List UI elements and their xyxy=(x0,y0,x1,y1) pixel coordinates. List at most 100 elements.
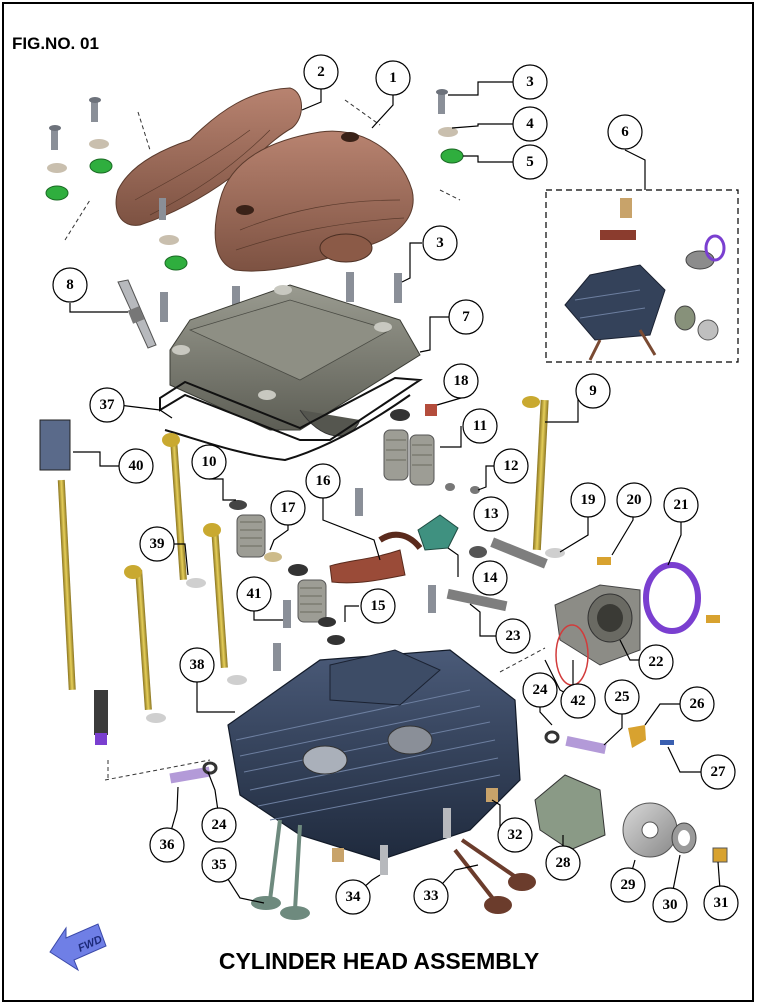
callout-22: 22 xyxy=(638,644,674,680)
callout-number: 11 xyxy=(473,418,487,434)
callout-16: 16 xyxy=(305,463,341,499)
callout-circle xyxy=(236,576,272,612)
callout-5: 5 xyxy=(512,144,548,180)
callout-circle xyxy=(652,887,688,923)
valves-and-guides xyxy=(169,761,536,920)
callout-circle xyxy=(472,560,508,596)
callout-number: 34 xyxy=(346,889,362,905)
callout-26: 26 xyxy=(679,686,715,722)
callout-17: 17 xyxy=(270,490,306,526)
cylinder-head-kit-inset xyxy=(545,189,739,363)
callout-circle xyxy=(473,496,509,532)
callout-circle xyxy=(575,373,611,409)
callout-42: 42 xyxy=(560,683,596,719)
callout-circle xyxy=(604,679,640,715)
callout-circle xyxy=(375,60,411,96)
callout-circle xyxy=(422,225,458,261)
callout-number: 26 xyxy=(690,696,706,712)
callout-circle xyxy=(52,267,88,303)
rocker-cover-part xyxy=(214,130,414,272)
callout-39: 39 xyxy=(139,526,175,562)
callout-6: 6 xyxy=(607,114,643,150)
callout-number: 3 xyxy=(526,74,534,90)
callout-36: 36 xyxy=(149,827,185,863)
callout-number: 4 xyxy=(526,116,534,132)
callout-7: 7 xyxy=(448,299,484,335)
callout-number: 27 xyxy=(711,764,727,780)
callout-34: 34 xyxy=(335,879,371,915)
callout-number: 13 xyxy=(484,506,499,522)
callout-circle xyxy=(700,754,736,790)
callout-number: 24 xyxy=(212,817,228,833)
callout-circle xyxy=(493,448,529,484)
callout-number: 12 xyxy=(504,458,519,474)
callout-circle xyxy=(360,588,396,624)
callout-circle xyxy=(703,885,739,921)
callout-number: 16 xyxy=(316,473,332,489)
callout-3: 3 xyxy=(422,225,458,261)
callout-21: 21 xyxy=(663,487,699,523)
callout-circle xyxy=(497,817,533,853)
callout-1: 1 xyxy=(375,60,411,96)
callout-circle xyxy=(179,647,215,683)
callout-20: 20 xyxy=(616,482,652,518)
callout-circle xyxy=(679,686,715,722)
callout-circle xyxy=(443,363,479,399)
callout-number: 29 xyxy=(621,877,636,893)
callout-number: 7 xyxy=(462,309,470,325)
callout-9: 9 xyxy=(575,373,611,409)
callout-circle xyxy=(448,299,484,335)
callout-number: 5 xyxy=(526,154,534,170)
callout-number: 33 xyxy=(424,888,439,904)
callout-circle xyxy=(191,444,227,480)
valve-springs-group xyxy=(229,404,437,645)
callout-circle xyxy=(462,408,498,444)
callout-41: 41 xyxy=(236,576,272,612)
callout-circle xyxy=(139,526,175,562)
callout-11: 11 xyxy=(462,408,498,444)
callout-3: 3 xyxy=(512,64,548,100)
callout-number: 31 xyxy=(714,895,729,911)
callout-circle xyxy=(270,490,306,526)
callout-circle xyxy=(663,487,699,523)
figure-number: FIG.NO. 01 xyxy=(12,34,99,53)
callout-number: 35 xyxy=(212,857,227,873)
callout-circle xyxy=(495,618,531,654)
callout-circle xyxy=(512,64,548,100)
callout-10: 10 xyxy=(191,444,227,480)
callout-number: 17 xyxy=(281,500,297,516)
callout-40: 40 xyxy=(118,448,154,484)
valve-cover-gasket-part xyxy=(159,376,423,462)
callout-number: 1 xyxy=(389,70,397,86)
callout-circle xyxy=(89,387,125,423)
callout-13: 13 xyxy=(473,496,509,532)
callout-circle xyxy=(201,847,237,883)
callout-number: 30 xyxy=(663,897,678,913)
callout-33: 33 xyxy=(413,878,449,914)
callout-circle xyxy=(512,106,548,142)
callout-circle xyxy=(570,482,606,518)
callout-8: 8 xyxy=(52,267,88,303)
callout-29: 29 xyxy=(610,867,646,903)
head-studs xyxy=(124,433,247,723)
cylinder-head-part xyxy=(227,649,521,861)
callout-number: 25 xyxy=(615,689,630,705)
callout-2: 2 xyxy=(303,54,339,90)
callout-circle xyxy=(149,827,185,863)
rocker-arm-parts xyxy=(273,483,548,671)
callout-circle xyxy=(335,879,371,915)
callout-19: 19 xyxy=(570,482,606,518)
forward-arrow-icon: FWD xyxy=(49,923,107,972)
callout-12: 12 xyxy=(493,448,529,484)
page-title: CYLINDER HEAD ASSEMBLY xyxy=(218,948,540,974)
callout-number: 9 xyxy=(589,383,597,399)
callout-14: 14 xyxy=(472,560,508,596)
callout-number: 32 xyxy=(508,827,523,843)
callout-24: 24 xyxy=(201,807,237,843)
callout-4: 4 xyxy=(512,106,548,142)
callout-23: 23 xyxy=(495,618,531,654)
callout-circle xyxy=(545,845,581,881)
